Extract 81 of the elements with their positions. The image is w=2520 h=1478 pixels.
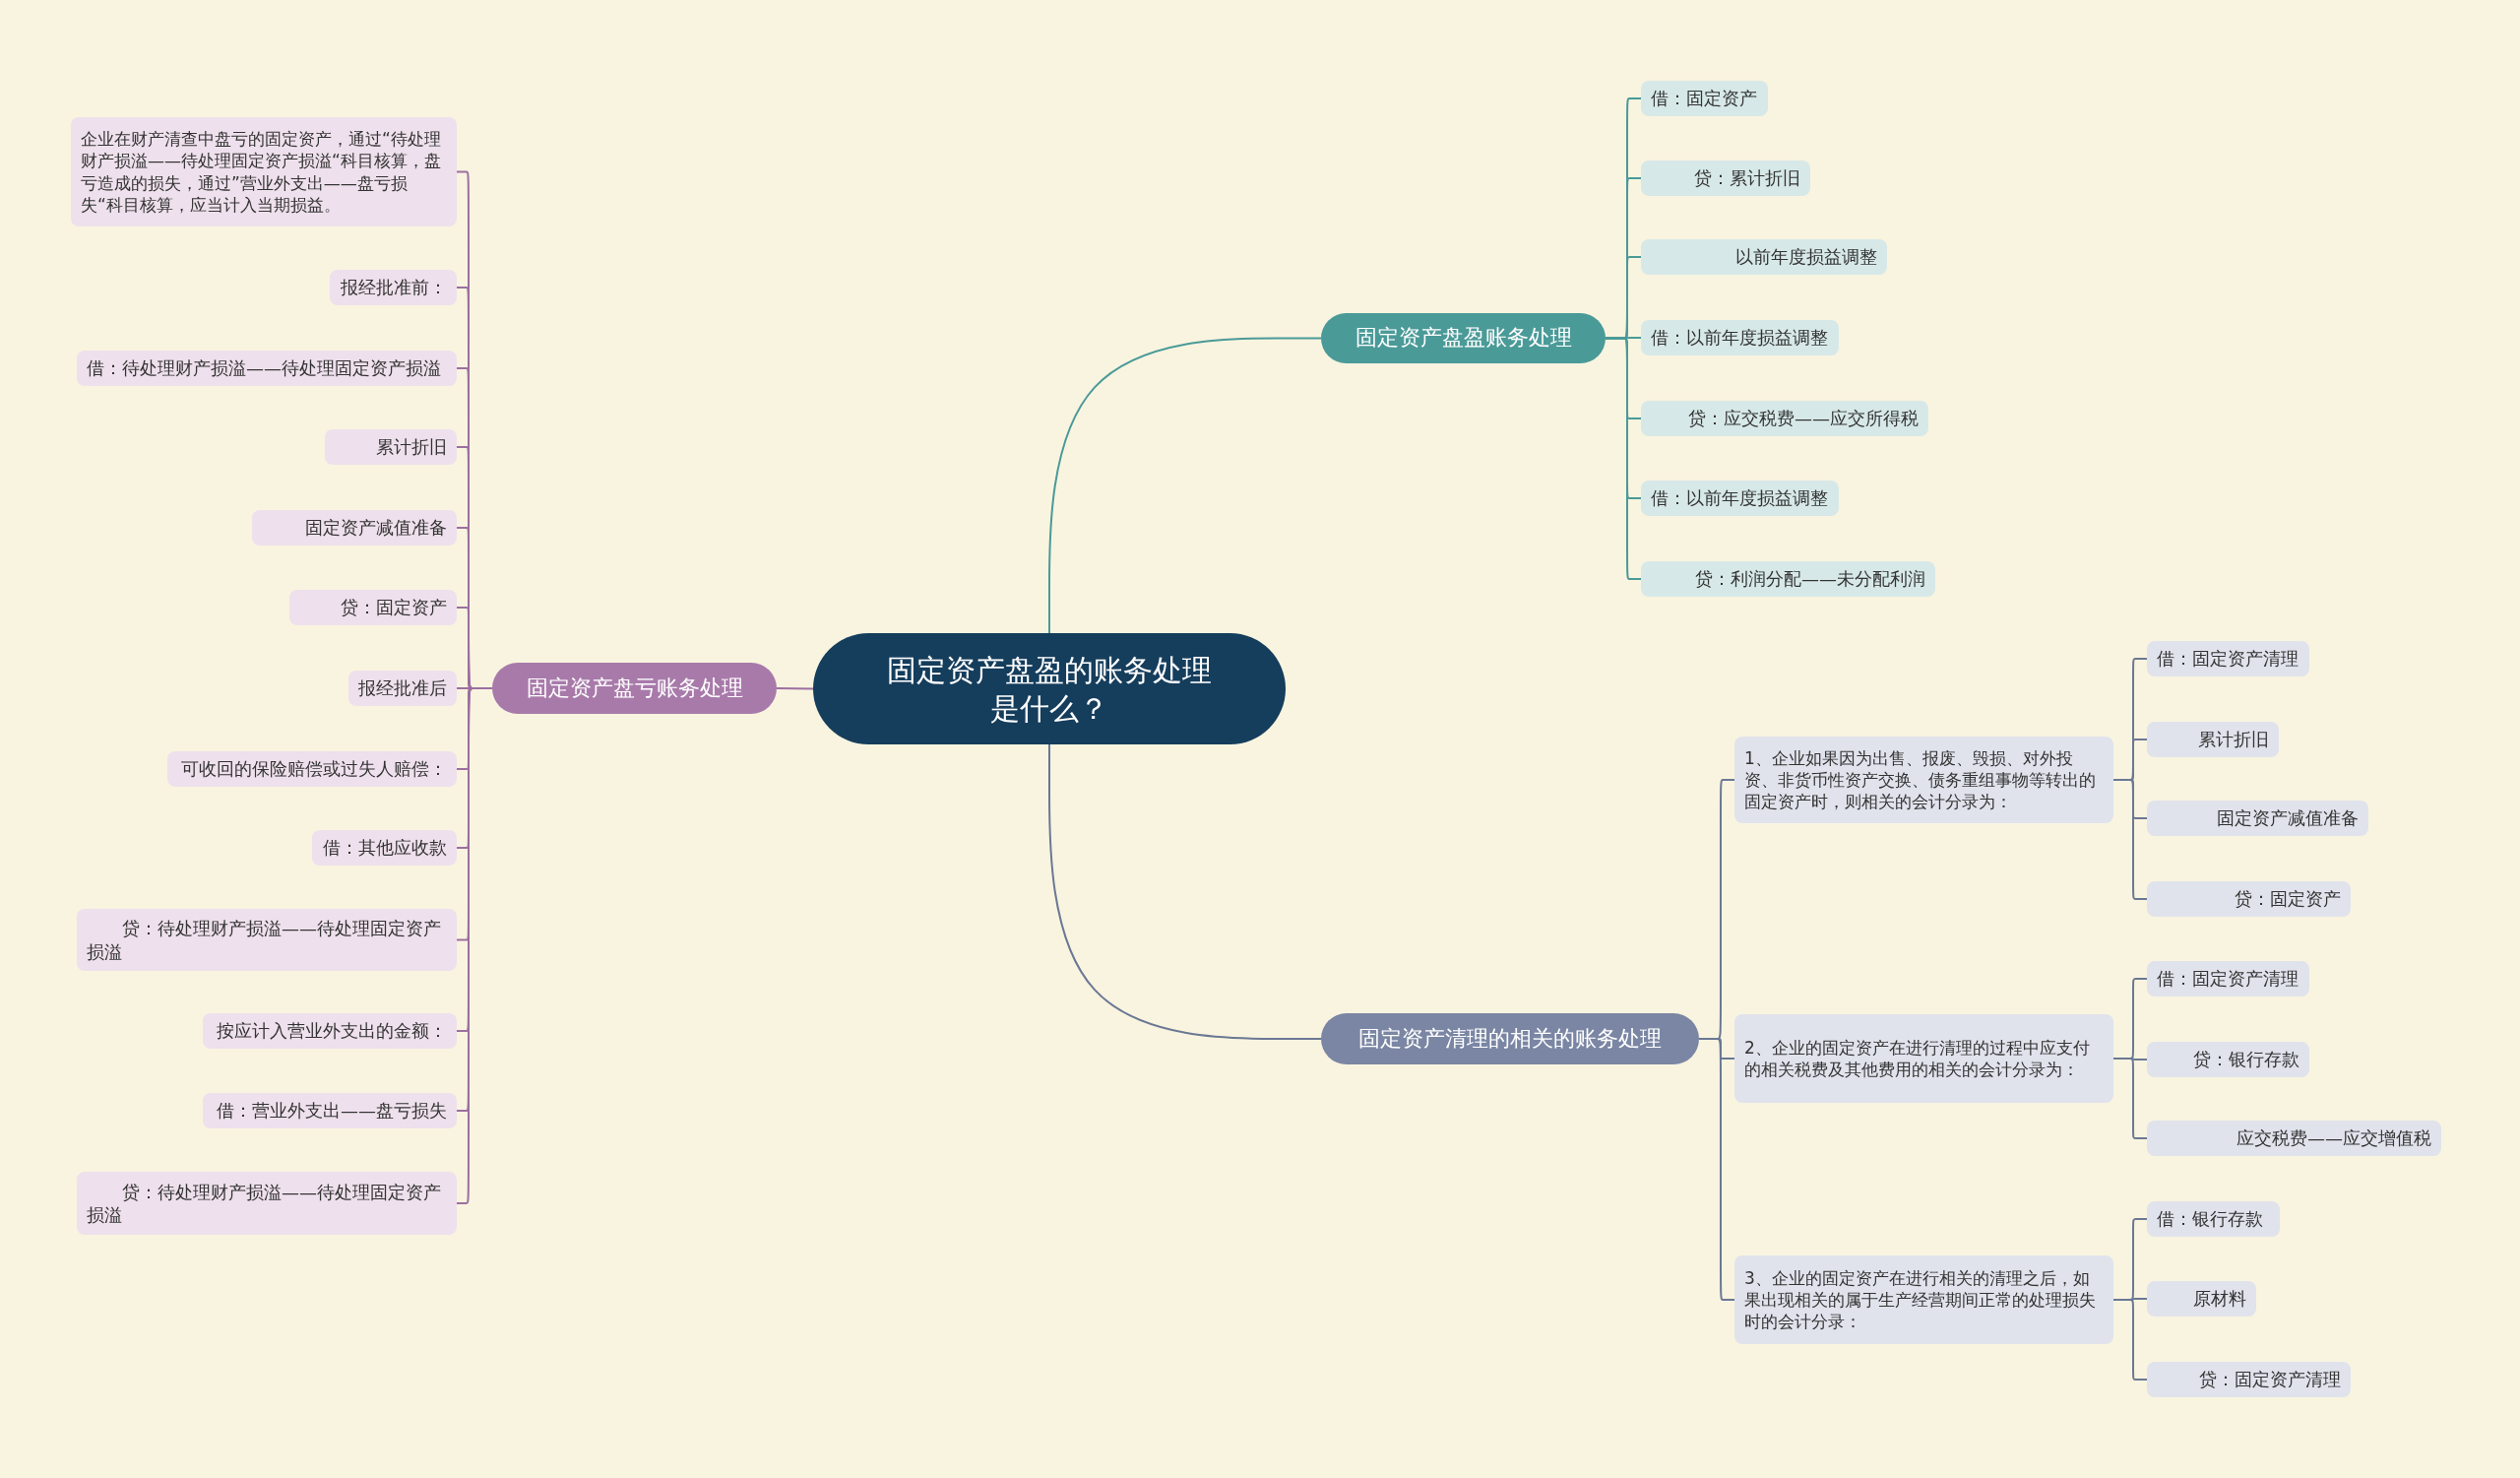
topic-text: 贷：待处理财产损溢——待处理固定资产损溢 [87, 1180, 442, 1227]
leaf-topic [2147, 1362, 2351, 1397]
topic-text: 固定资产盘亏账务处理 [526, 674, 743, 702]
topic-text: 固定资产减值准备 [2217, 806, 2359, 830]
topic-text: 2、企业的固定资产在进行清理的过程中应支付的相关税费及其他费用的相关的会计分录为： [1744, 1036, 2091, 1081]
leaf-topic [2147, 722, 2279, 757]
leaf-topic [348, 671, 457, 706]
topic-text: 借：以前年度损益调整 [1651, 486, 1828, 510]
topic-text: 报经批准后 [358, 676, 447, 700]
topic-text: 可收回的保险赔偿或过失人赔偿： [181, 757, 447, 781]
topic-text: 借：以前年度损益调整 [1651, 326, 1828, 350]
leaf-topic [289, 590, 457, 625]
topic-text: 固定资产盘盈账务处理 [1354, 324, 1572, 353]
topic-text: 贷：应交税费——应交所得税 [1688, 407, 1919, 430]
leaf-topic [2147, 1042, 2309, 1077]
topic-text: 固定资产减值准备 [305, 516, 447, 540]
topic-text: 贷：利润分配——未分配利润 [1695, 567, 1925, 591]
topic-text: 借：固定资产 [1651, 87, 1757, 110]
connector-line [2112, 1058, 2148, 1139]
leaf-topic [1641, 561, 1935, 597]
leaf-topic [71, 117, 457, 226]
leaf-topic [1641, 239, 1887, 275]
connector-line [1048, 743, 1322, 1040]
topic-text: 1、企业如果因为出售、报废、毁损、对外投资、非货币性资产交换、债务重组事物等转出的固定资产时，则相关的会计分录为： [1744, 746, 2097, 813]
topic-text: 贷：固定资产清理 [2199, 1368, 2341, 1391]
connector-line [776, 687, 814, 690]
connector-line [1698, 1038, 1735, 1301]
topic-text: 应交税费——应交增值税 [2236, 1126, 2431, 1150]
topic-text: 借：待处理财产损溢——待处理固定资产损溢 [87, 356, 441, 380]
topic-text: 原材料 [2193, 1287, 2246, 1311]
subtopic-box [1734, 1014, 2113, 1103]
leaf-topic [2147, 641, 2309, 676]
leaf-topic [325, 429, 457, 465]
topic-text: 按应计入营业外支出的金额： [217, 1019, 447, 1043]
leaf-topic [1641, 481, 1839, 516]
topic-text: 固定资产清理的相关的账务处理 [1358, 1024, 1662, 1053]
leaf-topic [2147, 1281, 2256, 1317]
leaf-topic [2147, 1121, 2441, 1156]
leaf-topic [1641, 320, 1839, 355]
subtopic-box [1734, 737, 2113, 823]
leaf-topic [1641, 161, 1810, 196]
topic-text: 累计折旧 [2198, 728, 2269, 751]
topic-text: 贷：固定资产 [341, 596, 447, 619]
topic-text: 以前年度损益调整 [1735, 245, 1877, 269]
leaf-topic [2147, 801, 2368, 836]
topic-text: 贷：银行存款 [2193, 1048, 2300, 1071]
leaf-topic [77, 1172, 457, 1235]
topic-text: 借：固定资产清理 [2157, 967, 2299, 991]
branch-topic [1321, 1013, 1699, 1064]
leaf-topic [2147, 1201, 2280, 1237]
topic-text: 累计折旧 [376, 435, 447, 459]
leaf-topic [77, 909, 457, 971]
branch-topic [1321, 313, 1606, 363]
leaf-topic [330, 270, 457, 305]
connector-line [1605, 337, 1642, 580]
leaf-topic [312, 830, 457, 866]
leaf-topic [203, 1013, 457, 1049]
topic-text: 借：银行存款 [2157, 1207, 2263, 1231]
topic-text: 固定资产盘盈的账务处理是什么？ [886, 651, 1213, 728]
topic-text: 企业在财产清查中盘亏的固定资产，通过“待处理财产损溢——待处理固定资产损溢“科目核算，盘亏造成的损失，通过”营业外支出——盘亏损失“科目核算，应当计入当期损益。 [81, 128, 442, 216]
connector-line [1048, 337, 1322, 634]
leaf-topic [252, 510, 457, 546]
topic-text: 贷：待处理财产损溢——待处理固定资产损溢 [87, 917, 442, 963]
topic-text: 借：其他应收款 [323, 836, 447, 860]
topic-text: 贷：固定资产 [2235, 887, 2341, 911]
topic-text: 3、企业的固定资产在进行相关的清理之后，如果出现相关的属于生产经营期间正常的处理损失时的会计分录： [1744, 1266, 2097, 1333]
connector-line [2112, 779, 2148, 900]
topic-text: 借：营业外支出——盘亏损失 [217, 1099, 447, 1123]
leaf-topic [167, 751, 457, 787]
leaf-topic [203, 1093, 457, 1128]
leaf-topic [2147, 961, 2309, 996]
leaf-topic [1641, 81, 1768, 116]
leaf-topic [77, 351, 457, 386]
topic-text: 贷：累计折旧 [1694, 166, 1800, 190]
subtopic-box [1734, 1255, 2113, 1344]
leaf-topic [1641, 401, 1928, 436]
connector-line [2112, 1299, 2148, 1381]
branch-topic [492, 663, 777, 714]
leaf-topic [2147, 881, 2351, 917]
topic-text: 借：固定资产清理 [2157, 647, 2299, 671]
topic-text: 报经批准前： [341, 276, 447, 299]
